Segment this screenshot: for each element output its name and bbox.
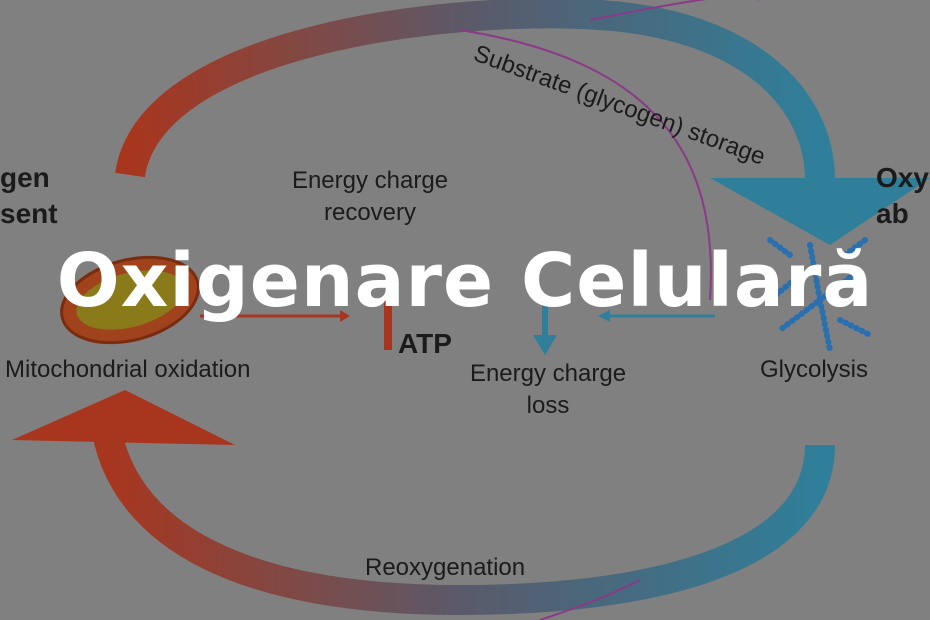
glycogen-icon [767, 237, 873, 353]
reoxygenation-label: Reoxygenation [365, 554, 526, 581]
substrate-bottom-line [539, 579, 641, 620]
bottom-arc-arrow [90, 417, 835, 616]
top-arc-arrow [115, 0, 835, 181]
left-state-label: gen sent [0, 162, 58, 229]
atp-label: ATP [398, 328, 452, 359]
recovery-bar [384, 300, 392, 350]
mitochondrial-oxidation-label: Mitochondrial oxidation [5, 356, 251, 383]
bottom-arrowhead [12, 390, 235, 445]
substrate-storage-line [459, 0, 760, 301]
glycolysis-label: Glycolysis [760, 356, 869, 383]
right-state-label: Oxy ab [876, 162, 929, 229]
energy-loss-label: Energy charge loss [469, 360, 627, 419]
top-arrowhead [710, 178, 930, 245]
page-title: Oxigenare Celulară [56, 238, 874, 324]
energy-recovery-label: Energy charge recovery [291, 167, 449, 226]
